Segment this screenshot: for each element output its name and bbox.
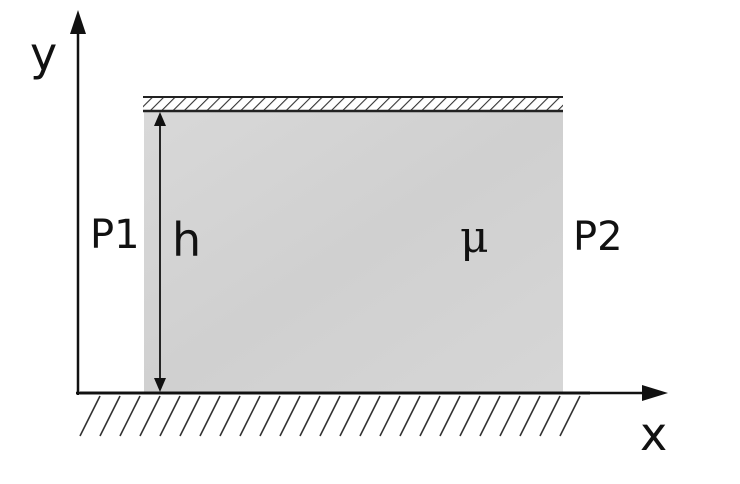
- x-axis-label: x: [640, 407, 667, 461]
- y-axis-arrow-icon: [70, 10, 86, 34]
- ground-hatch-stroke: [219, 395, 241, 437]
- bottom-wall: [79, 395, 581, 437]
- ground-hatch-stroke: [179, 395, 201, 437]
- ground-hatch-stroke: [319, 395, 341, 437]
- ground-hatch-stroke: [419, 395, 441, 437]
- ground-hatch-stroke: [139, 395, 161, 437]
- height-dimension-arrow: [154, 112, 166, 392]
- ground-hatch-stroke: [199, 395, 221, 437]
- ground-hatch-stroke: [439, 395, 461, 437]
- top-wall: [143, 96, 563, 113]
- ground-hatch-stroke: [379, 395, 401, 437]
- h-label: h: [172, 213, 201, 267]
- p2-label: P2: [573, 214, 623, 260]
- x-axis-arrow-icon: [642, 385, 668, 401]
- ground-hatch-stroke: [119, 395, 141, 437]
- ground-hatch-stroke: [459, 395, 481, 437]
- height-arrow-bottom-icon: [154, 378, 166, 392]
- ground-hatch-stroke: [399, 395, 421, 437]
- ground-hatch-stroke: [99, 395, 121, 437]
- ground-hatch-stroke: [359, 395, 381, 437]
- mu-label: μ: [460, 212, 489, 263]
- ground-hatch-stroke: [339, 395, 361, 437]
- y-axis: [70, 10, 86, 395]
- ground-hatch-stroke: [259, 395, 281, 437]
- ground-hatch-stroke: [79, 395, 101, 437]
- fluid-region: [144, 112, 563, 392]
- ground-hatch-stroke: [239, 395, 261, 437]
- ground-hatch-stroke: [519, 395, 541, 437]
- x-axis: [76, 385, 668, 401]
- y-axis-label: y: [30, 27, 57, 81]
- ground-hatch-stroke: [559, 395, 581, 437]
- ground-hatch-stroke: [499, 395, 521, 437]
- height-arrow-top-icon: [154, 112, 166, 126]
- ground-hatch-stroke: [539, 395, 561, 437]
- p1-label: P1: [90, 212, 140, 258]
- ground-hatch-stroke: [299, 395, 321, 437]
- ground-hatch-stroke: [479, 395, 501, 437]
- ground-hatch-stroke: [159, 395, 181, 437]
- ground-hatch-stroke: [279, 395, 301, 437]
